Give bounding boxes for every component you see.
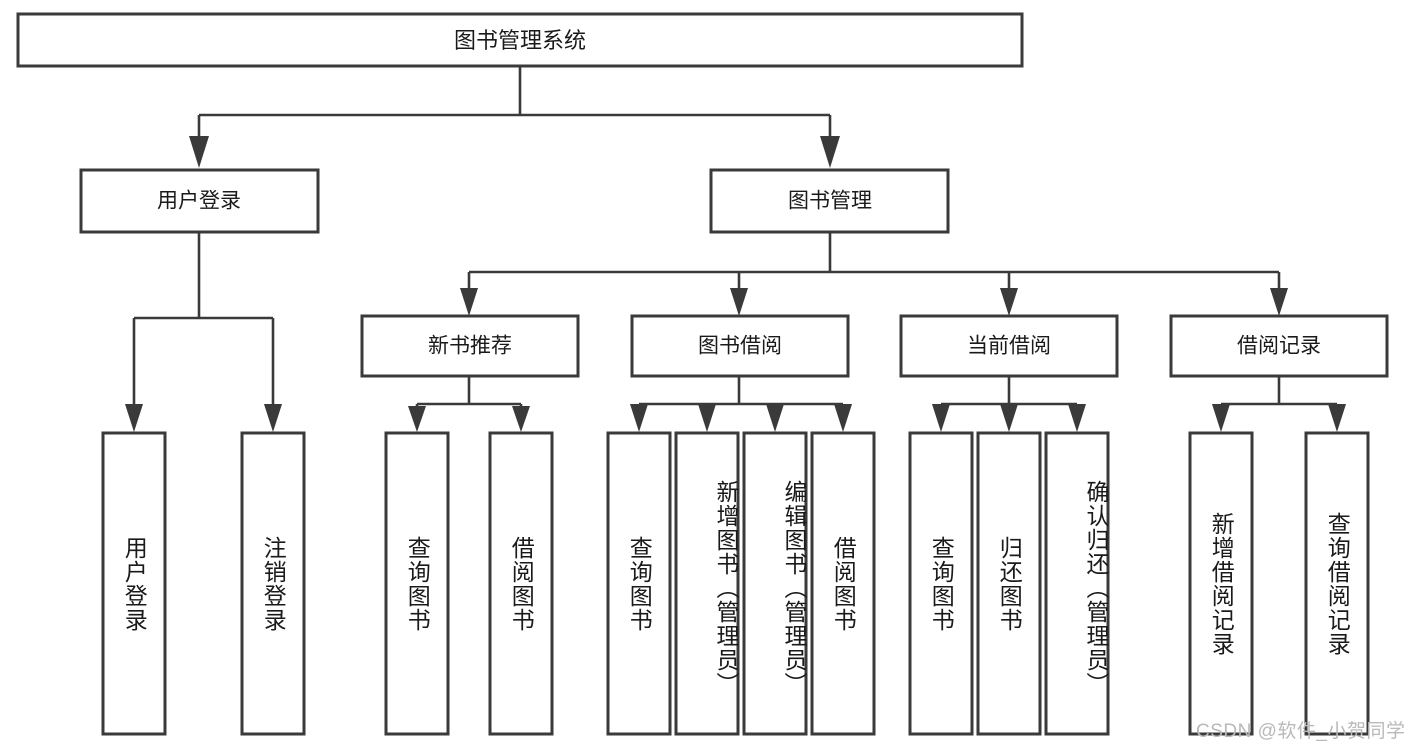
node-book-management-label: 图书管理 xyxy=(788,190,872,213)
arrowhead-addrecord xyxy=(1212,404,1230,432)
node-book-borrow-label: 图书借阅 xyxy=(698,335,782,358)
arrowhead-borrowbook1 xyxy=(512,406,530,432)
arrowhead-userlogin xyxy=(189,136,209,168)
arrowhead-bookborrow xyxy=(730,288,748,316)
leaf-rect-return-book[interactable] xyxy=(976,431,1042,736)
node-root[interactable]: 图书管理系统 xyxy=(16,12,1024,68)
arrowhead-leaf-logout xyxy=(264,404,282,432)
node-current-borrow-rect[interactable] xyxy=(899,314,1119,378)
arrowhead-confirmreturn xyxy=(1068,404,1086,432)
node-root-label: 图书管理系统 xyxy=(454,28,586,53)
arrowhead-currentborrow xyxy=(1000,288,1018,316)
connector-group-bookborrow-to-leaves xyxy=(630,376,852,432)
arrowhead-querybook2 xyxy=(630,404,648,432)
leaf-rect-add-record[interactable] xyxy=(1188,431,1254,736)
node-new-book-recommend-rect[interactable] xyxy=(360,314,580,378)
leaf-rect-query-record[interactable] xyxy=(1304,431,1370,736)
arrowhead-editbook xyxy=(766,404,784,432)
connector-group-newbook-to-leaves xyxy=(408,376,530,432)
node-borrow-record[interactable]: 借阅记录 xyxy=(1169,314,1389,378)
leaf-rect-add-book[interactable] xyxy=(674,431,740,736)
node-user-login-rect[interactable] xyxy=(79,168,320,234)
connector-group-currentborrow-to-leaves xyxy=(932,376,1086,432)
node-current-borrow[interactable]: 当前借阅 xyxy=(899,314,1119,378)
leaf-rect-confirm-return[interactable] xyxy=(1044,431,1110,736)
leaf-rect-query-book-2[interactable] xyxy=(606,431,672,736)
node-current-borrow-label: 当前借阅 xyxy=(967,335,1051,358)
node-borrow-record-rect[interactable] xyxy=(1169,314,1389,378)
node-user-login[interactable]: 用户登录 xyxy=(79,168,320,234)
node-book-borrow[interactable]: 图书借阅 xyxy=(630,314,850,378)
arrowhead-borrowrecord xyxy=(1270,288,1288,316)
arrowhead-newbook xyxy=(460,288,478,316)
arrowhead-querybook3 xyxy=(932,404,950,432)
connector-group-root-to-level2 xyxy=(189,66,840,168)
connector-group-borrowrecord-to-leaves xyxy=(1212,376,1346,432)
node-book-management[interactable]: 图书管理 xyxy=(709,168,950,234)
node-user-login-label: 用户登录 xyxy=(157,190,241,213)
arrowhead-querybook1 xyxy=(408,406,426,432)
csdn-watermark: CSDN @软件_小贺同学 xyxy=(1196,721,1405,742)
arrowhead-leaf-userlogin xyxy=(125,404,143,432)
arrowhead-queryrecord xyxy=(1328,404,1346,432)
node-book-borrow-rect[interactable] xyxy=(630,314,850,378)
leaf-rect-borrow-book-1[interactable] xyxy=(488,431,554,736)
leaf-rect-edit-book[interactable] xyxy=(742,431,808,736)
node-borrow-record-label: 借阅记录 xyxy=(1237,335,1321,358)
leaf-rect-borrow-book-2[interactable] xyxy=(810,431,876,736)
arrowhead-returnbook xyxy=(1000,404,1018,432)
node-root-rect[interactable] xyxy=(16,12,1024,68)
leaf-rect-user-login[interactable] xyxy=(101,431,167,736)
arrowhead-borrowbook2 xyxy=(834,404,852,432)
node-new-book-recommend[interactable]: 新书推荐 xyxy=(360,314,580,378)
node-book-management-rect[interactable] xyxy=(709,168,950,234)
arrowhead-addbook xyxy=(698,404,716,432)
node-new-book-recommend-label: 新书推荐 xyxy=(428,335,512,358)
leaf-rect-query-book-1[interactable] xyxy=(384,431,450,736)
leaf-node-rects xyxy=(101,431,1370,736)
leaf-rect-logout-login[interactable] xyxy=(240,431,306,736)
connector-group-bookmgmt-to-level3 xyxy=(460,232,1288,316)
leaf-rect-query-book-3[interactable] xyxy=(908,431,974,736)
connector-group-userlogin-to-leaves xyxy=(125,232,282,432)
arrowhead-bookmgmt xyxy=(820,136,840,168)
